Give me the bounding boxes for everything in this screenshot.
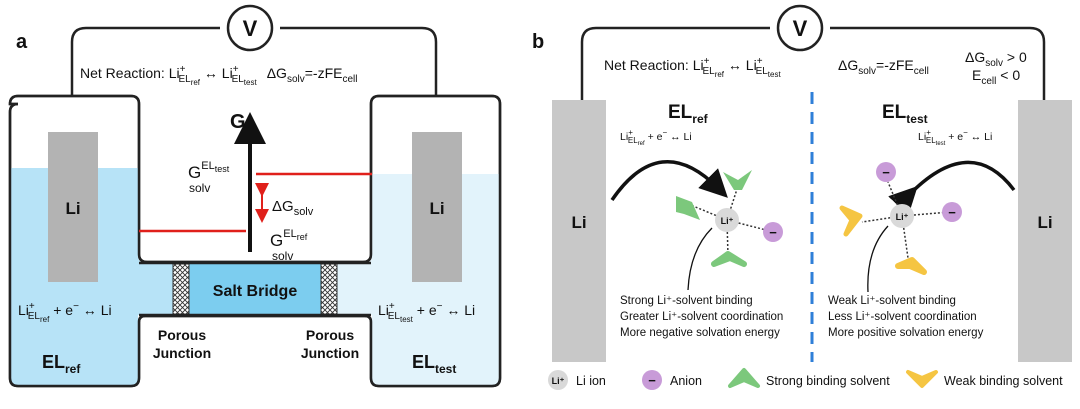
legend: Li⁺ Li ion − Anion Strong binding solven… (548, 368, 1063, 390)
g-test-label: GELtest (188, 160, 230, 182)
li-ion-left-label: Li⁺ (721, 216, 734, 226)
legend-weak-swatch (906, 370, 938, 388)
net-reaction-b: Net Reaction: Li+ELref ↔ Li+ELtest (604, 56, 781, 79)
porous-left-label-1: Porous (158, 327, 206, 343)
anion-left (763, 222, 783, 242)
right-rxn-b: Li+ELtest + e− ↔ Li (918, 128, 992, 147)
left-electrolyte-neck (138, 168, 175, 315)
legend-weak-label: Weak binding solvent (944, 374, 1063, 388)
right-desc-2: Less Li⁺-solvent coordination (828, 311, 977, 323)
net-reaction-a: Net Reaction: Li+ELref ↔ Li+ELtestΔGsolv… (80, 64, 358, 87)
weak-solvent-bottom (895, 257, 927, 275)
circuit-wire-left-b (580, 26, 770, 106)
strong-solvent-top (723, 170, 752, 190)
left-half-reaction: Li+ELref + e− ↔ Li (18, 301, 112, 324)
dg-equation-b: ΔGsolv=-zFEcell (838, 57, 929, 77)
el-ref-label-b: ELref (668, 102, 709, 126)
legend-li-ion-symbol: Li⁺ (552, 376, 565, 386)
anion-right-top (876, 162, 896, 182)
voltmeter (226, 4, 274, 52)
condition-dg: ΔGsolv > 0 (965, 49, 1027, 69)
left-electrode (48, 132, 98, 282)
legend-anion-label: Anion (670, 374, 702, 388)
cell-outline-top (8, 94, 502, 388)
anion-right-symbol: − (948, 205, 956, 220)
anion-right (942, 202, 962, 222)
legend-li-ion-label: Li ion (576, 374, 606, 388)
right-electrode-label-b: Li (1037, 213, 1052, 232)
porous-junction-right (320, 263, 338, 315)
g-ref-label: GELref (270, 228, 308, 250)
left-rxn-b: Li+ELref + e− ↔ Li (620, 128, 692, 147)
g-test-sub: solv (189, 181, 210, 195)
porous-right-label-1: Porous (306, 327, 354, 343)
right-half-reaction: Li+ELtest + e− ↔ Li (378, 301, 475, 324)
g-axis-label: G (230, 111, 246, 133)
legend-li-ion-swatch (548, 370, 568, 390)
circuit-wire-right-b (830, 26, 1046, 106)
circuit-wire-left (70, 26, 220, 132)
voltmeter-label: V (243, 16, 258, 41)
left-desc-1: Strong Li⁺-solvent binding (620, 295, 753, 307)
strong-solvent-bottom (711, 251, 747, 267)
el-ref-label-a: ELref (42, 352, 81, 376)
left-desc-2: Greater Li⁺-solvent coordination (620, 311, 783, 323)
right-electrode (412, 132, 462, 282)
li-ion-right-label: Li⁺ (896, 212, 909, 222)
anion-right-top-symbol: − (882, 165, 890, 180)
left-desc-3: More negative solvation energy (620, 327, 780, 339)
weak-solvent-left (839, 205, 863, 237)
strong-solvent-left (676, 196, 700, 220)
right-electrode-label: Li (429, 199, 444, 218)
porous-junction-left (172, 263, 190, 315)
salt-bridge (188, 264, 322, 314)
voltmeter-b (776, 4, 824, 52)
li-ion-left (715, 208, 739, 232)
legend-anion-symbol: − (648, 373, 656, 388)
curved-arrow-left (610, 159, 728, 201)
legend-strong-label: Strong binding solvent (766, 374, 890, 388)
right-solvation-cluster: − − Li⁺ (839, 162, 962, 293)
porous-left-label-2: Junction (153, 345, 211, 361)
condition-ecell: Ecell < 0 (972, 67, 1020, 87)
right-desc-1: Weak Li⁺-solvent binding (828, 295, 956, 307)
delta-g-label: ΔGsolv (272, 198, 314, 218)
panel-b-label: b (532, 31, 544, 53)
g-ref-sub: solv (272, 249, 293, 263)
porous-right-label-2: Junction (301, 345, 359, 361)
salt-bridge-label: Salt Bridge (213, 283, 298, 300)
right-electrolyte-neck (335, 174, 372, 315)
el-test-label-b: ELtest (882, 102, 928, 126)
right-electrode-b (1018, 100, 1072, 362)
curved-arrow-right (888, 160, 1016, 216)
left-electrode-b (552, 100, 606, 362)
panel-a-label: a (16, 31, 28, 53)
left-electrode-label-b: Li (571, 213, 586, 232)
legend-anion-swatch (642, 370, 662, 390)
circuit-wire-right (280, 26, 438, 132)
anion-left-symbol: − (769, 225, 777, 240)
right-desc-3: More positive solvation energy (828, 327, 984, 339)
legend-strong-swatch (728, 368, 760, 388)
left-electrode-label: Li (65, 199, 80, 218)
voltmeter-label-b: V (793, 16, 808, 41)
li-ion-right (890, 204, 914, 228)
el-test-label-a: ELtest (412, 352, 456, 376)
left-solvation-cluster: Li⁺ − (676, 170, 783, 291)
